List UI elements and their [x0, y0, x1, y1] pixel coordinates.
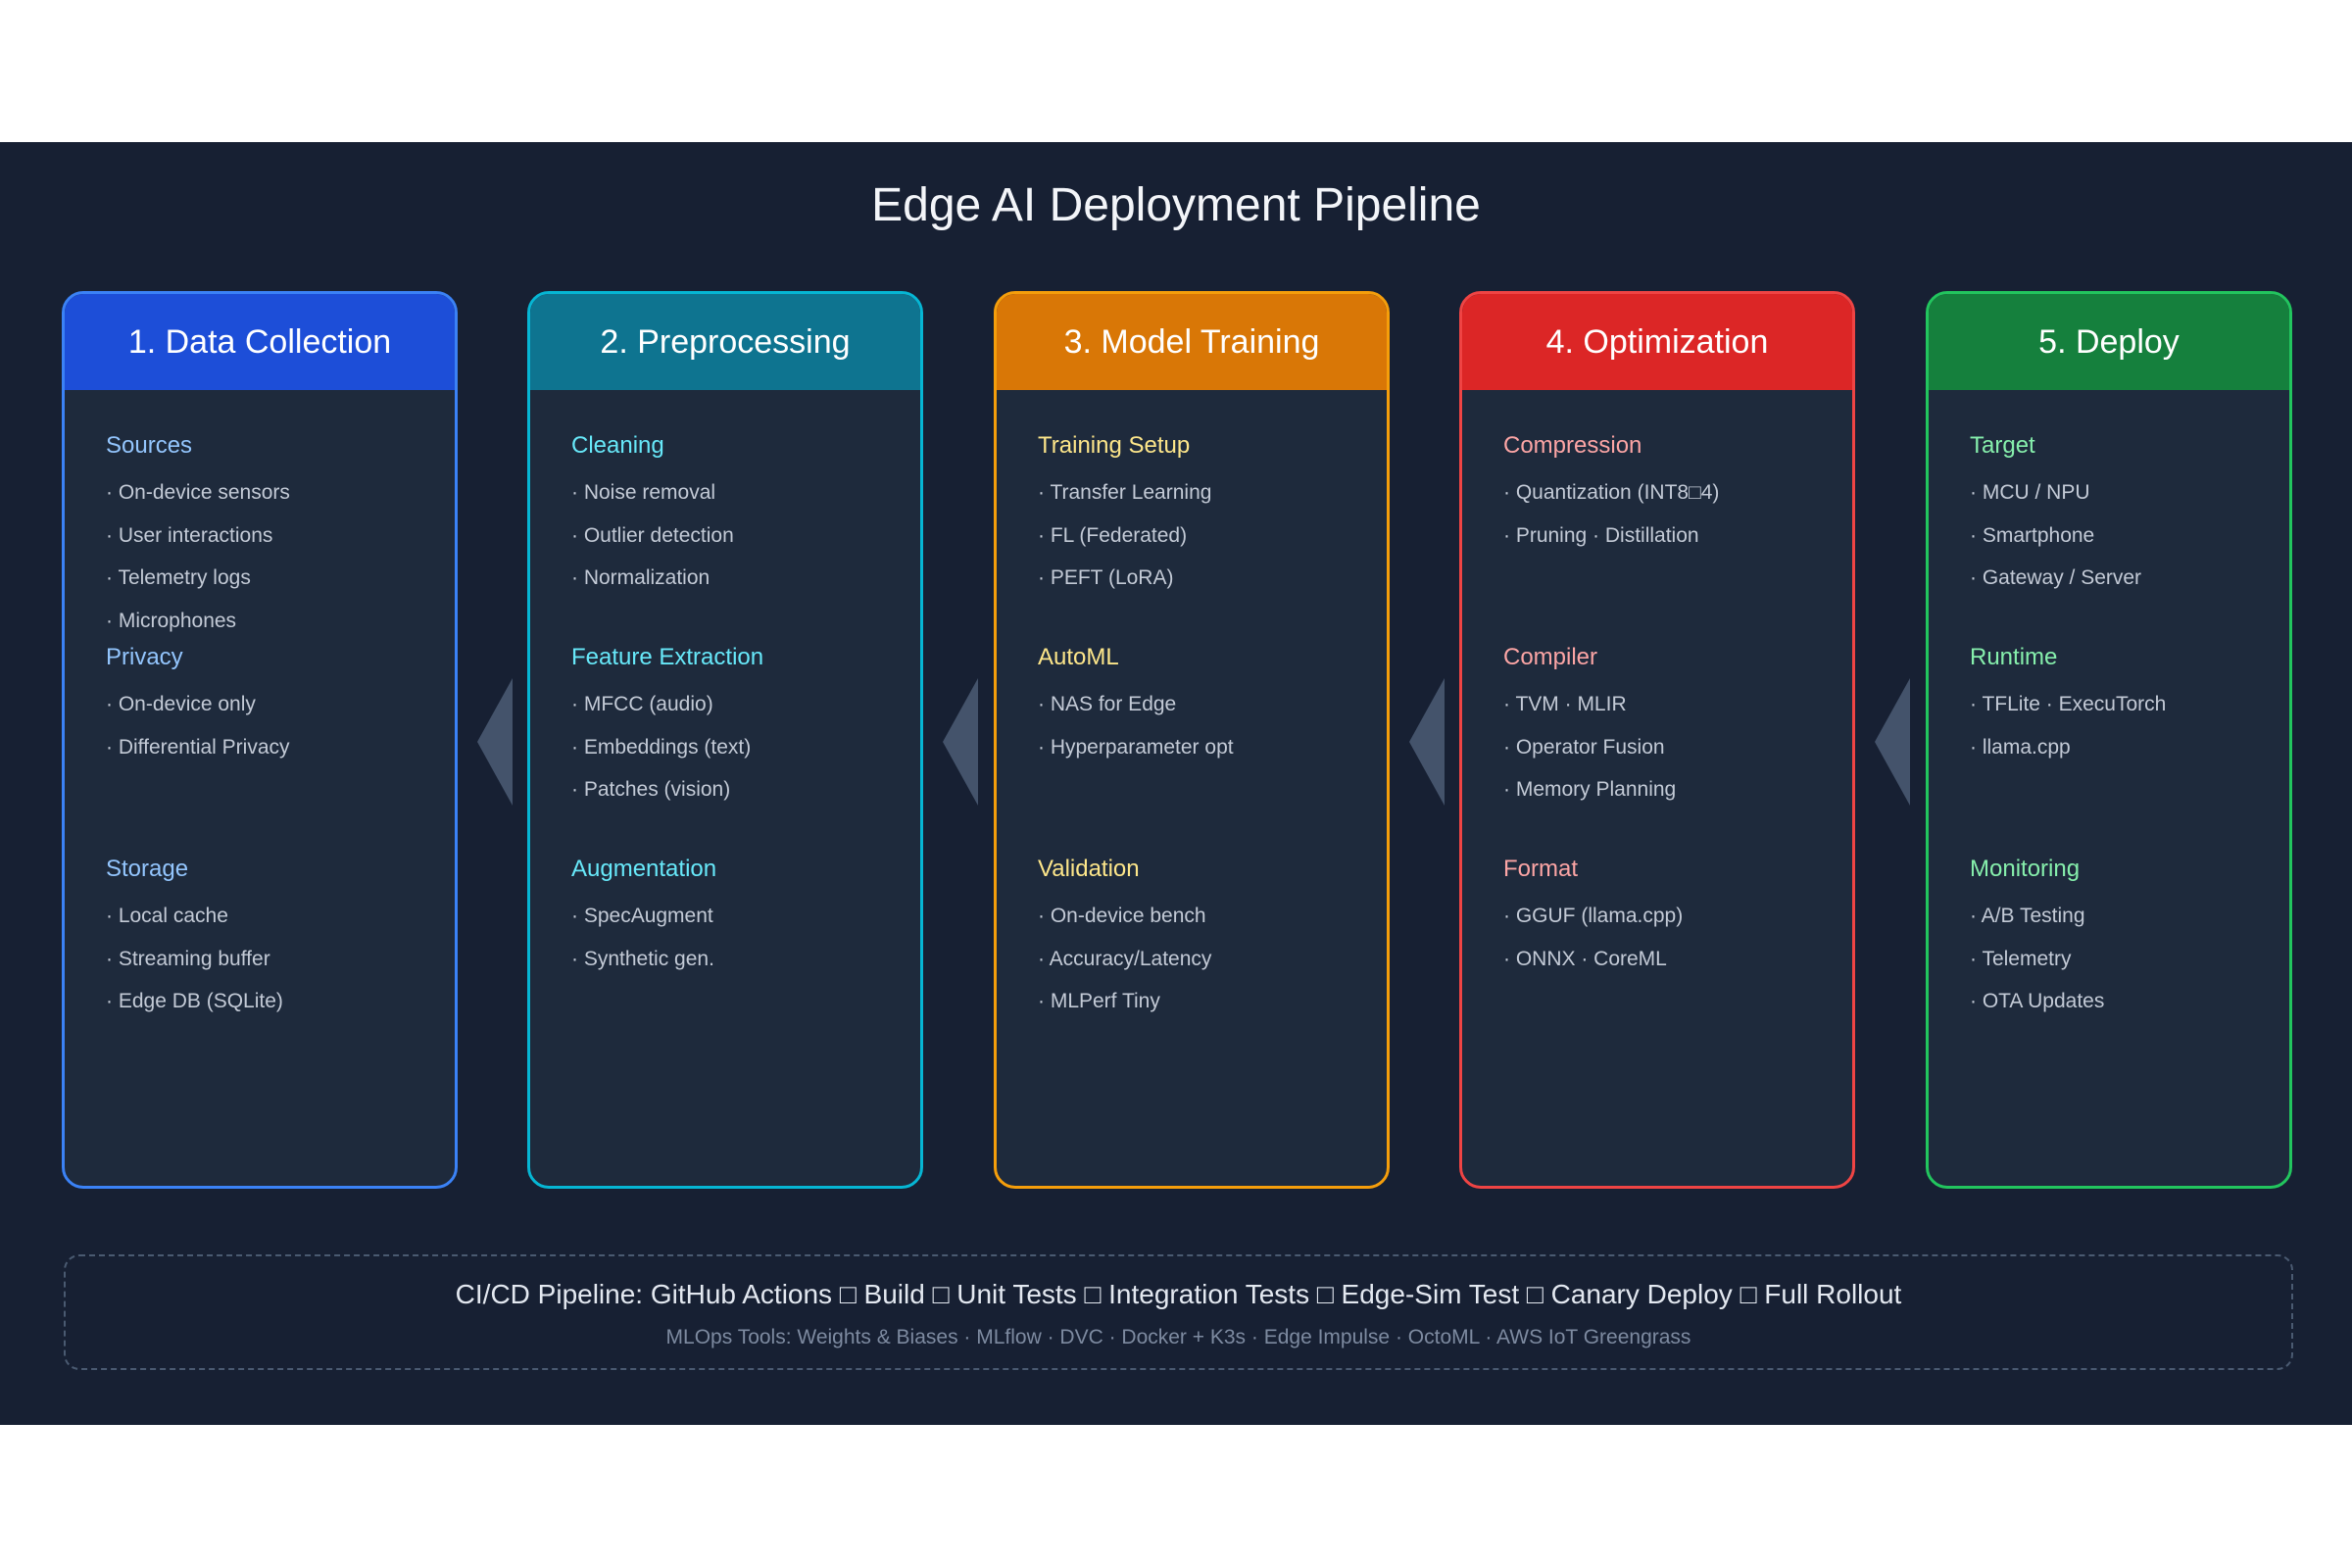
- section-title: Runtime: [1970, 644, 2058, 670]
- cicd-box: CI/CD Pipeline: GitHub Actions □ Build □…: [64, 1254, 2293, 1370]
- stage-section: Augmentation · SpecAugment · Synthetic gen…: [571, 855, 910, 974]
- section-item: · Synthetic gen.: [571, 947, 714, 970]
- section-item: · GGUF (llama.cpp): [1503, 905, 1684, 927]
- section-item: · User interactions: [106, 523, 273, 547]
- stage-section: Compiler · TVM · MLIR · Operator Fusion · M…: [1503, 643, 1842, 805]
- stage-section: Runtime · TFLite · ExecuTorch · llama.cpp: [1970, 643, 2279, 762]
- section-item: · Pruning · Distillation: [1503, 523, 1699, 547]
- section-title: Compiler: [1503, 644, 1598, 670]
- section-item: · Memory Planning: [1503, 778, 1677, 802]
- section-title: Storage: [106, 856, 189, 882]
- section-title: Cleaning: [571, 432, 664, 459]
- stage-section: Monitoring · A/B Testing · Telemetry · OTA …: [1970, 855, 2279, 1016]
- section-item: · Accuracy/Latency: [1038, 947, 1212, 970]
- section-item: · OTA Updates: [1970, 990, 2105, 1013]
- section-item: · TVM · MLIR: [1503, 693, 1627, 715]
- mlops-tools-text: MLOps Tools: Weights & Biases · MLflow ·…: [665, 1326, 1691, 1348]
- flow-arrow-icon: [1875, 678, 1910, 806]
- stage-section: Compression · Quantization (INT8□4) · Prun…: [1503, 431, 1842, 551]
- section-title: Feature Extraction: [571, 644, 764, 670]
- flow-arrow-icon: [477, 678, 513, 806]
- section-item: · Outlier detection: [571, 523, 734, 547]
- section-title: Target: [1970, 432, 2035, 459]
- section-item: · FL (Federated): [1038, 523, 1188, 547]
- section-item: · MLPerf Tiny: [1038, 990, 1160, 1013]
- section-item: · Gateway / Server: [1970, 566, 2142, 590]
- section-item: · TFLite · ExecuTorch: [1970, 693, 2167, 715]
- cicd-pipeline-text: CI/CD Pipeline: GitHub Actions □ Build □…: [455, 1279, 1902, 1309]
- section-item: · Telemetry: [1970, 947, 2072, 970]
- stage-header: 3. Model Training: [997, 294, 1387, 390]
- section-title: Compression: [1503, 432, 1642, 459]
- section-item: · MCU / NPU: [1970, 481, 2090, 504]
- section-item: · On-device sensors: [106, 481, 290, 504]
- stage-section: Target · MCU / NPU · Smartphone · Gateway /…: [1970, 431, 2279, 593]
- section-item: · PEFT (LoRA): [1038, 566, 1174, 590]
- section-item: · Differential Privacy: [106, 735, 290, 759]
- section-item: · Streaming buffer: [106, 947, 270, 970]
- section-item: · Transfer Learning: [1038, 481, 1212, 504]
- section-item: · Hyperparameter opt: [1038, 735, 1234, 759]
- stage-header: 4. Optimization: [1462, 294, 1852, 390]
- section-item: · Smartphone: [1970, 523, 2095, 547]
- stage-section: Feature Extraction · MFCC (audio) · Embedd…: [571, 643, 910, 805]
- stage-section: Validation · On-device bench · Accuracy/La…: [1038, 855, 1377, 1016]
- section-item: · Patches (vision): [571, 778, 731, 802]
- section-item: · Telemetry logs: [106, 566, 251, 590]
- section-title: Training Setup: [1038, 432, 1191, 459]
- section-title: Augmentation: [571, 856, 717, 882]
- section-item: · Microphones: [106, 609, 237, 632]
- section-title: AutoML: [1038, 644, 1119, 670]
- stage-header: 1. Data Collection: [65, 294, 455, 390]
- section-title: Monitoring: [1970, 856, 2081, 882]
- section-item: · On-device bench: [1038, 905, 1206, 927]
- section-item: · Normalization: [571, 566, 710, 590]
- section-item: · Noise removal: [571, 481, 716, 504]
- stage-section: Sources · On-device sensors · User interac…: [106, 431, 445, 636]
- stage-section: Training Setup · Transfer Learning · FL (F…: [1038, 431, 1377, 593]
- section-item: · Operator Fusion: [1503, 735, 1665, 759]
- section-item: · SpecAugment: [571, 905, 713, 927]
- section-item: · A/B Testing: [1970, 905, 2085, 927]
- stage-header: 5. Deploy: [1929, 294, 2289, 390]
- section-item: · ONNX · CoreML: [1503, 947, 1667, 970]
- section-item: · NAS for Edge: [1038, 693, 1177, 715]
- section-title: Privacy: [106, 644, 183, 670]
- page-title: Edge AI Deployment Pipeline: [871, 179, 1481, 231]
- flow-arrow-icon: [1409, 678, 1445, 806]
- stage-section: AutoML · NAS for Edge · Hyperparameter opt: [1038, 643, 1377, 762]
- section-title: Sources: [106, 432, 193, 459]
- section-item: · On-device only: [106, 693, 256, 715]
- stage-section: Storage · Local cache · Streaming buffer · …: [106, 855, 445, 1016]
- section-item: · MFCC (audio): [571, 693, 713, 715]
- section-item: · llama.cpp: [1970, 735, 2071, 759]
- stage-header: 2. Preprocessing: [530, 294, 920, 390]
- section-item: · Edge DB (SQLite): [106, 990, 283, 1013]
- section-item: · Quantization (INT8□4): [1503, 481, 1720, 504]
- section-item: · Local cache: [106, 905, 228, 927]
- stage-section: Cleaning · Noise removal · Outlier detecti…: [571, 431, 910, 593]
- section-title: Format: [1503, 856, 1579, 882]
- section-item: · Embeddings (text): [571, 735, 752, 759]
- section-title: Validation: [1038, 856, 1140, 882]
- stage-section: Privacy · On-device only · Differential Pr…: [106, 643, 445, 762]
- stage-section: Format · GGUF (llama.cpp) · ONNX · CoreML: [1503, 855, 1842, 974]
- flow-arrow-icon: [943, 678, 978, 806]
